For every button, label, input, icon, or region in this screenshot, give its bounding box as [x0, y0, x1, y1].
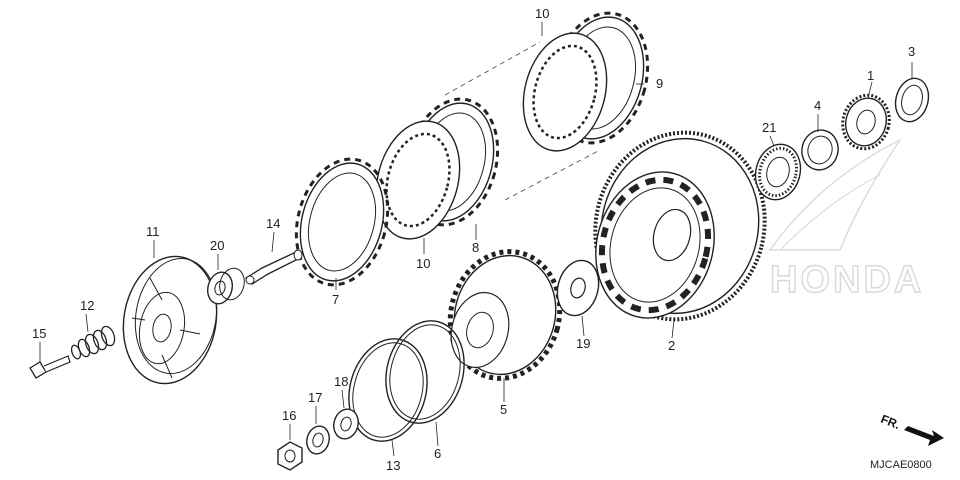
callout-20: 20	[210, 238, 224, 253]
clutch-plate-10-mid	[375, 120, 461, 240]
callout-4: 4	[814, 98, 821, 113]
clutch-plate-10-top	[522, 32, 608, 152]
callout-19: 19	[576, 336, 590, 351]
clutch-spring-12	[70, 325, 116, 360]
callout-15: 15	[32, 326, 46, 341]
callout-14: 14	[266, 216, 280, 231]
diagram-code: MJCAE0800	[870, 459, 932, 471]
callout-2: 2	[668, 338, 675, 353]
lifter-rod-14	[244, 249, 303, 285]
callout-9: 9	[656, 76, 663, 91]
callouts: 1 2 3 4 5 6 7 8 9 10 10 11 12 13 14 15 1…	[32, 6, 915, 473]
callout-13: 13	[386, 458, 400, 473]
callout-8: 8	[472, 240, 479, 255]
washer-17	[306, 425, 330, 455]
needle-bearing-21	[754, 143, 802, 201]
callout-11: 11	[146, 224, 160, 239]
callout-17: 17	[308, 390, 322, 405]
clutch-disc-7	[294, 157, 390, 287]
callout-5: 5	[500, 402, 507, 417]
bolt-15	[29, 355, 71, 379]
clutch-outer-2	[593, 130, 767, 322]
watermark-text: HONDA	[770, 259, 924, 301]
arrow-icon	[904, 426, 944, 446]
callout-21: 21	[762, 120, 776, 135]
watermark-logo: HONDA	[768, 138, 924, 302]
sleeve-4	[801, 129, 839, 171]
callout-3: 3	[908, 44, 915, 59]
pressure-plate-11	[122, 255, 218, 385]
washer-19	[556, 259, 600, 317]
guide-lines	[444, 41, 601, 201]
callout-1: 1	[867, 68, 874, 83]
clutch-center-5	[447, 249, 563, 381]
judder-spring-13	[348, 338, 428, 442]
leader-lines	[39, 22, 913, 457]
callout-16: 16	[282, 408, 296, 423]
front-label: FR.	[879, 412, 902, 432]
callout-7: 7	[332, 292, 339, 307]
bearing-20	[206, 267, 245, 305]
washer-18	[333, 408, 359, 440]
callout-18: 18	[334, 374, 348, 389]
collar-3	[894, 77, 930, 123]
callout-10-mid: 10	[416, 256, 430, 271]
oil-pump-gear-1	[841, 93, 891, 151]
callout-12: 12	[80, 298, 94, 313]
callout-10-top: 10	[535, 6, 549, 21]
callout-6: 6	[434, 446, 441, 461]
lock-nut-16	[277, 441, 303, 471]
front-direction-indicator: FR.	[879, 412, 944, 446]
